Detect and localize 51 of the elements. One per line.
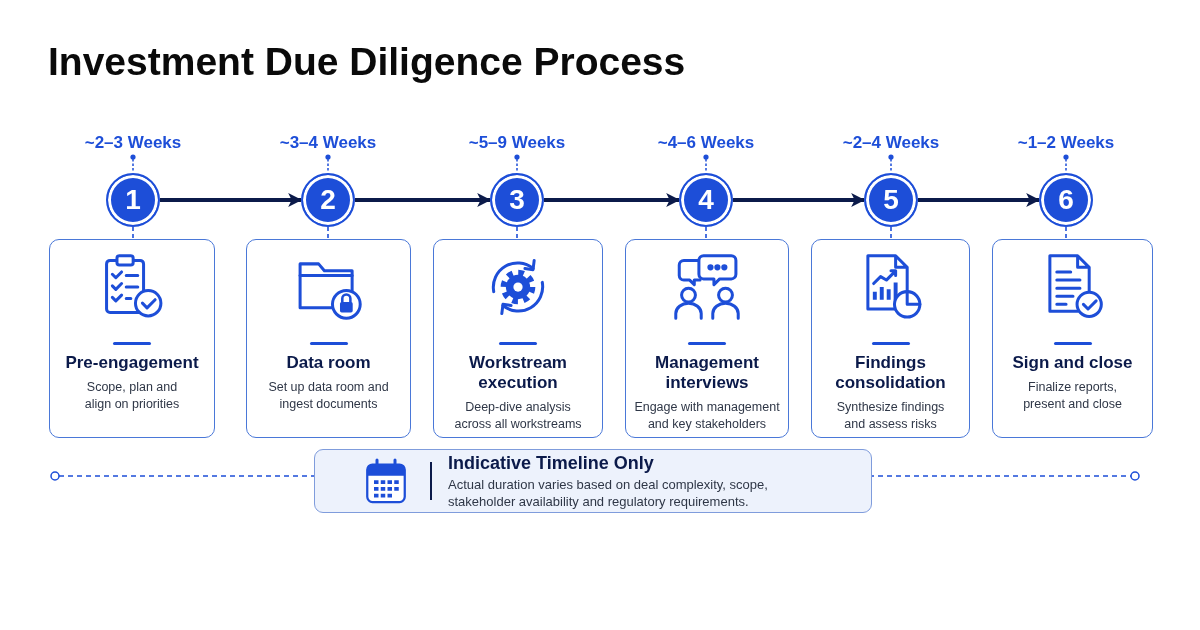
step-circle (301, 173, 355, 227)
step-number: 5 (883, 185, 899, 215)
duration-label: ~2–3 Weeks (84, 133, 182, 153)
step-heading: Sign and close (1012, 353, 1133, 373)
dashed-connector (705, 226, 707, 240)
arrow (355, 193, 492, 207)
arrow (733, 193, 866, 207)
step-circle (864, 173, 918, 227)
duration-label: ~5–9 Weeks (468, 133, 566, 153)
step-description: Scope, plan and align on priorities (83, 379, 181, 413)
arrow (544, 193, 681, 207)
note-heading: Indicative Timeline Only (448, 452, 655, 474)
dashed-connector (132, 226, 134, 240)
step-circle (490, 173, 544, 227)
step-card (49, 239, 215, 438)
title: Investment Due Diligence Process (48, 39, 686, 85)
dashed-connector (1065, 226, 1067, 240)
step-number: 2 (320, 185, 336, 215)
duration-label: ~3–4 Weeks (279, 133, 377, 153)
step-description: Set up data room and ingest documents (267, 379, 390, 413)
step-card (625, 239, 789, 438)
step-heading: Pre-engagement (65, 353, 199, 373)
step-card (246, 239, 411, 438)
arrow (918, 193, 1041, 207)
duration-label: ~2–4 Weeks (842, 133, 940, 153)
step-heading: Management interviews (654, 353, 760, 393)
step-description: Deep-dive analysis across all workstreams (453, 399, 583, 433)
note-text: Actual duration varies based on deal complexity, scope, stakeholder availability and regulatory requirements. (448, 476, 769, 510)
dashed-connector (327, 226, 329, 240)
duration-label: ~4–6 Weeks (657, 133, 755, 153)
step-heading: Workstream execution (468, 353, 568, 393)
step-number: 4 (698, 185, 714, 215)
arrow (160, 193, 303, 207)
step-description: Engage with management and key stakeholders (633, 399, 781, 433)
step-description: Finalize reports, present and close (1022, 379, 1123, 413)
step-circle (679, 173, 733, 227)
step-card (992, 239, 1153, 438)
step-number: 3 (509, 185, 525, 215)
dashed-connector (890, 226, 892, 240)
step-heading: Findings consolidation (834, 353, 947, 393)
note-box (314, 449, 872, 513)
step-number: 1 (125, 185, 141, 215)
step-description: Synthesize findings and assess risks (835, 399, 946, 433)
step-card (811, 239, 970, 438)
dashed-connector (516, 226, 518, 240)
step-circle (1039, 173, 1093, 227)
step-circle (106, 173, 160, 227)
step-number: 6 (1058, 185, 1074, 215)
step-heading: Data room (286, 353, 371, 373)
duration-label: ~1–2 Weeks (1017, 133, 1115, 153)
step-card (433, 239, 603, 438)
